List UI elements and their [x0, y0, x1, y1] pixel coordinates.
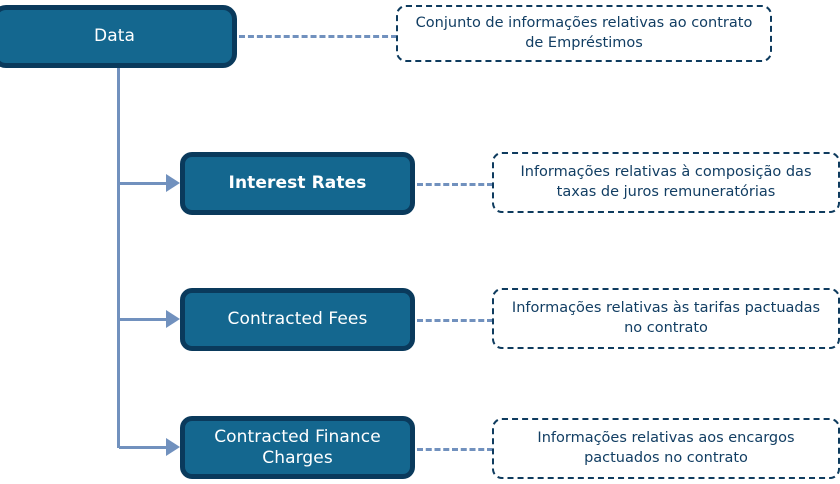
- arrowhead-icon-contracted-fees: [166, 310, 180, 328]
- arrowhead-icon-contracted-finance-charges: [166, 438, 180, 456]
- annotation-contracted-fees: Informações relativas às tarifas pactuad…: [492, 288, 840, 349]
- annotation-contracted-finance-charges: Informações relativas aos encargos pactu…: [492, 418, 840, 479]
- branch-line-interest-rates: [119, 182, 169, 185]
- annotation-link-interest-rates: [417, 183, 493, 186]
- branch-line-contracted-fees: [119, 318, 169, 321]
- branch-line-contracted-finance-charges: [119, 446, 169, 449]
- annotation-link-data: [239, 35, 397, 38]
- node-interest-rates[interactable]: Interest Rates: [180, 152, 415, 215]
- node-data[interactable]: Data: [0, 5, 237, 68]
- node-contracted-finance-charges[interactable]: Contracted Finance Charges: [180, 416, 415, 479]
- annotation-interest-rates: Informações relativas à composição das t…: [492, 152, 840, 213]
- arrowhead-icon-interest-rates: [166, 174, 180, 192]
- node-contracted-fees[interactable]: Contracted Fees: [180, 288, 415, 351]
- annotation-data: Conjunto de informações relativas ao con…: [396, 5, 772, 62]
- annotation-link-contracted-finance-charges: [417, 448, 493, 451]
- tree-spine-line: [117, 68, 120, 448]
- annotation-link-contracted-fees: [417, 319, 493, 322]
